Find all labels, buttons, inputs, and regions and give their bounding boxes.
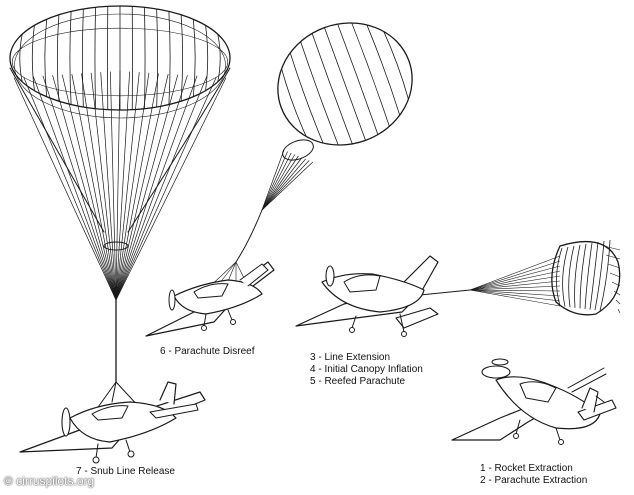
airplane-stage-6: [145, 261, 275, 337]
airplane-stage-7: [19, 381, 206, 464]
caption-step-5: 5 - Reefed Parachute: [310, 376, 406, 387]
caption-step-7: 7 - Snub Line Release: [76, 466, 175, 477]
caption-step-4: 4 - Initial Canopy Inflation: [310, 364, 423, 375]
airplane-stage-1-2: [451, 358, 617, 445]
watermark: © cirruspilots.org: [4, 474, 95, 488]
reefed-parachute-canopy: [551, 239, 621, 316]
airplane-stage-3-5: [295, 255, 439, 337]
full-parachute-canopy: [9, 5, 231, 233]
caption-step-6: 6 - Parachute Disreef: [160, 346, 255, 357]
disreef-parachute-canopy: [277, 22, 413, 161]
full-parachute-suspension-lines: [13, 70, 227, 301]
caption-step-2: 2 - Parachute Extraction: [480, 475, 588, 486]
full-parachute-skirt: [103, 241, 129, 251]
reefed-suspension-lines: [409, 255, 561, 307]
caption-step-1: 1 - Rocket Extraction: [480, 463, 573, 474]
caption-step-3: 3 - Line Extension: [310, 352, 391, 363]
disreef-suspension-lines: [205, 149, 314, 291]
